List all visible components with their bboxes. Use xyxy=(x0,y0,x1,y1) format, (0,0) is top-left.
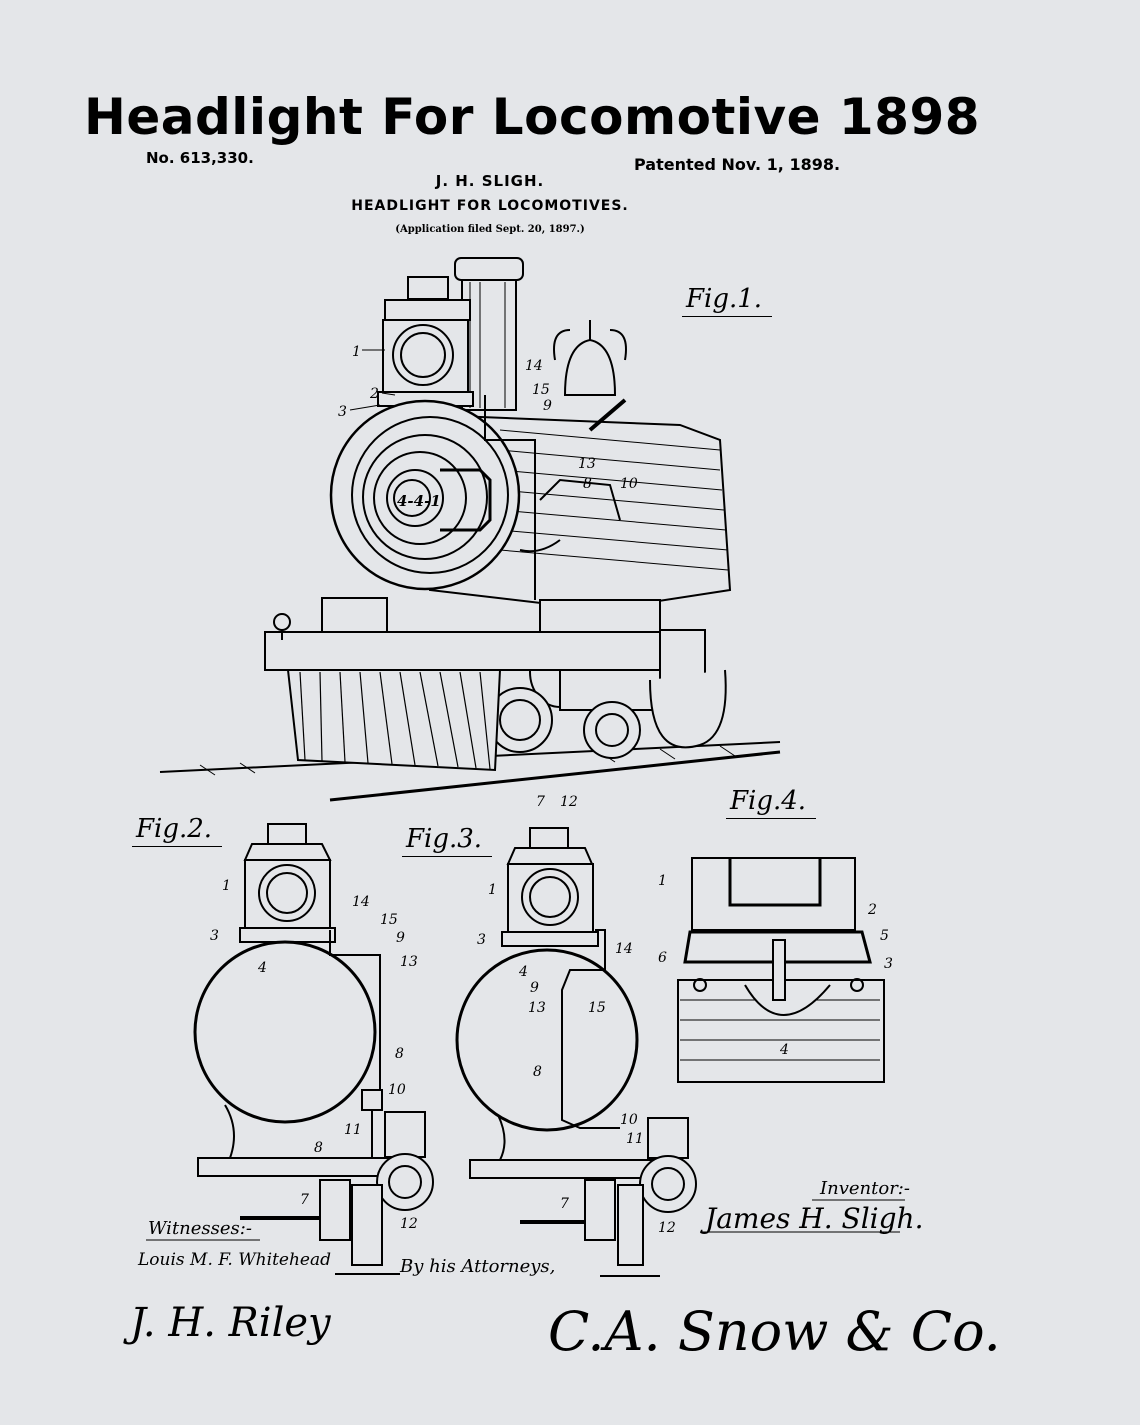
witnesses-label: Witnesses:- xyxy=(148,1218,252,1239)
svg-text:3: 3 xyxy=(210,928,219,944)
svg-text:12: 12 xyxy=(560,794,578,810)
svg-text:13: 13 xyxy=(400,954,418,970)
witness1-signature: Louis M. F. Whitehead xyxy=(138,1250,331,1270)
svg-text:1: 1 xyxy=(352,344,361,360)
fig2-label: Fig.2. xyxy=(132,814,223,847)
inventor-name: J. H. SLIGH. xyxy=(435,172,545,190)
svg-text:3: 3 xyxy=(477,932,486,948)
attorneys-label: By his Attorneys, xyxy=(400,1256,556,1277)
svg-text:9: 9 xyxy=(543,398,552,414)
svg-text:10: 10 xyxy=(620,1112,638,1128)
svg-text:14: 14 xyxy=(615,941,633,957)
fig1-locomotive: 4-4-1 xyxy=(159,257,781,810)
svg-text:1: 1 xyxy=(658,873,667,889)
attorney-signature: C.A. Snow & Co. xyxy=(548,1300,1001,1363)
svg-text:11: 11 xyxy=(626,1131,644,1147)
svg-text:8: 8 xyxy=(395,1046,404,1062)
svg-text:10: 10 xyxy=(620,476,638,492)
svg-text:8: 8 xyxy=(533,1064,542,1080)
fig3-label: Fig.3. xyxy=(402,824,493,857)
svg-text:1: 1 xyxy=(488,882,497,898)
inventor-label: Inventor:- xyxy=(820,1178,910,1199)
fig4-label: Fig.4. xyxy=(726,786,817,819)
svg-text:5: 5 xyxy=(880,928,889,944)
svg-text:7: 7 xyxy=(300,1192,309,1208)
fig1-label: Fig.1. xyxy=(682,284,773,317)
svg-text:11: 11 xyxy=(344,1122,362,1138)
svg-text:1: 1 xyxy=(222,878,231,894)
svg-text:2: 2 xyxy=(867,902,877,918)
svg-text:8: 8 xyxy=(314,1140,323,1156)
svg-text:12: 12 xyxy=(400,1216,418,1232)
page-title: Headlight For Locomotive 1898 xyxy=(84,88,981,146)
svg-text:15: 15 xyxy=(532,382,550,398)
svg-text:6: 6 xyxy=(658,950,667,966)
patent-number: No. 613,330. xyxy=(146,149,254,167)
svg-text:13: 13 xyxy=(528,1000,546,1016)
svg-text:4: 4 xyxy=(518,964,528,980)
patent-date: Patented Nov. 1, 1898. xyxy=(634,155,841,174)
svg-text:13: 13 xyxy=(578,456,596,472)
svg-text:12: 12 xyxy=(658,1220,676,1236)
svg-text:8: 8 xyxy=(583,476,592,492)
application-note: (Application filed Sept. 20, 1897.) xyxy=(395,224,585,235)
fig4-detail: 1 25 6 3 4 xyxy=(658,857,893,1083)
svg-text:3: 3 xyxy=(884,956,893,972)
svg-text:14: 14 xyxy=(525,358,543,374)
witness2-signature: J. H. Riley xyxy=(130,1300,331,1346)
svg-text:7: 7 xyxy=(536,794,545,810)
svg-text:14: 14 xyxy=(352,894,370,910)
svg-text:4: 4 xyxy=(779,1042,789,1058)
svg-text:9: 9 xyxy=(530,980,539,996)
svg-text:2: 2 xyxy=(369,386,379,402)
patent-title: HEADLIGHT FOR LOCOMOTIVES. xyxy=(351,198,629,214)
svg-text:15: 15 xyxy=(380,912,398,928)
inventor-signature: James H. Sligh. xyxy=(705,1202,924,1235)
svg-text:4: 4 xyxy=(257,960,267,976)
svg-text:7: 7 xyxy=(560,1196,569,1212)
plate-number: 4-4-1 xyxy=(397,492,441,510)
svg-text:3: 3 xyxy=(338,404,347,420)
svg-text:15: 15 xyxy=(588,1000,606,1016)
svg-text:9: 9 xyxy=(396,930,405,946)
svg-text:10: 10 xyxy=(388,1082,406,1098)
